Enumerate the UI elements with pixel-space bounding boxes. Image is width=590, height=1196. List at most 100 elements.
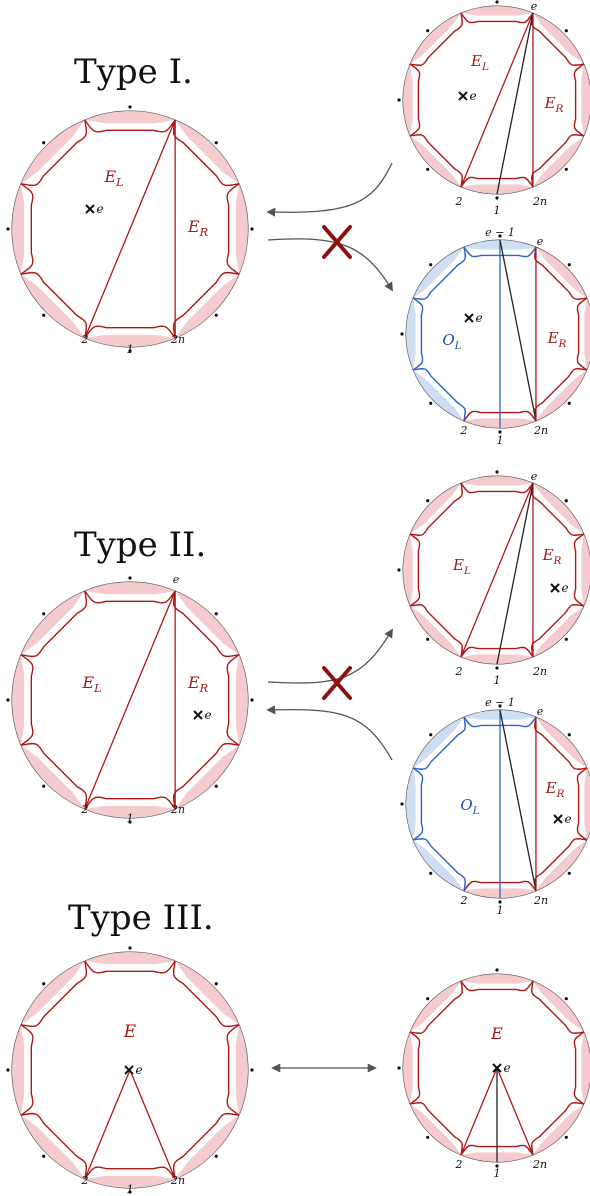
type3-right-disc-label-3: 2n (532, 1158, 547, 1171)
type2-bottom-disc-arc-2-shade (413, 839, 465, 891)
type1-bottom-disc-arc-7-shade (584, 298, 590, 370)
type1-top-disc-arc-6-shade (532, 13, 584, 65)
type1-bottom-disc-label-5: 1 (497, 434, 504, 447)
type2-main-disc-arc-4-curve (20, 590, 88, 658)
type2-main-disc-arc-5-shade (84, 582, 176, 595)
type3-right-disc-arc-2-curve (410, 1102, 463, 1155)
type3-right-disc-arc-2-shade (410, 1103, 462, 1155)
type2-bottom-disc-arc-7-curve (576, 767, 588, 841)
type3-right-disc-dot-0 (564, 1135, 568, 1139)
type1-main-disc-arc-3-shade (12, 183, 25, 275)
type2-bottom-disc-label-6: 2n (533, 894, 548, 907)
type1-top-disc-marker-label-0: e (469, 89, 476, 103)
type2-bottom-disc-arc-3-curve (412, 767, 424, 841)
type3-main-disc-arc-3-curve (20, 1024, 34, 1116)
type2-main-disc-label-5: 2n (170, 803, 185, 816)
type1-forbidden-mark (322, 225, 352, 259)
type3-main-disc-dot-0 (214, 1154, 218, 1158)
type2-bottom-disc-label-2: e − 1 (485, 696, 515, 709)
type2-bottom-disc-dot-1 (498, 900, 502, 904)
type1-top-disc-arc-2-shade (410, 135, 462, 187)
type1-main-disc-dot-0 (214, 313, 218, 317)
type2-main-disc-arc-2-shade (20, 745, 85, 810)
type3-main-disc-arc-0-curve (172, 1112, 240, 1180)
type3-main-disc-arc-2-shade (20, 1115, 85, 1180)
type2-main-disc-label-1: ER (187, 673, 209, 695)
type3-right-disc-label-1: 2 (455, 1158, 463, 1171)
type2-bottom-disc-dot-4 (429, 733, 433, 737)
type1-top-disc-dot-1 (495, 196, 499, 200)
type3-main-disc-arc-5-curve (84, 960, 176, 974)
type3-main-disc-dot-5 (128, 946, 132, 950)
type2-top-disc-dot-5 (495, 470, 499, 474)
type2-bottom-disc-arc-2-curve (413, 838, 466, 891)
type1-bottom-disc-dot-5 (498, 234, 502, 238)
type3-main-disc-arc-1-shade (84, 1175, 176, 1188)
type3-right-disc-label-2: 1 (494, 1167, 501, 1180)
type1-main-disc-dot-6 (214, 141, 218, 145)
type1-bottom-disc-arc-6-curve (534, 247, 587, 300)
type2-bottom-disc-arc-6-shade (535, 717, 587, 769)
type3-main-disc-arc-6-shade (175, 960, 240, 1025)
type1-top-disc-arc-7-shade (581, 64, 590, 136)
type2-bottom-disc-dot-6 (567, 733, 571, 737)
type2-main-disc-arc-3-curve (20, 654, 34, 746)
type2-top-disc-arc-3-shade (403, 534, 413, 606)
type1-top-disc-arc-3-curve (409, 63, 421, 137)
type2-top-disc-arc-2-shade (410, 605, 462, 657)
type3-main-disc-arc-3-shade (12, 1024, 25, 1116)
type2-main-disc-arc-3-shade (12, 654, 25, 746)
type1-main-disc-label-1: ER (187, 217, 209, 239)
type1-bottom-disc-dot-3 (400, 332, 404, 336)
type2-top-disc-arc-1-curve (460, 646, 534, 658)
type3-main-disc-arc-1-curve (84, 1166, 176, 1180)
type2-main-disc-arc-5-curve (84, 590, 176, 604)
type3-right-disc-dot-5 (495, 968, 499, 972)
type2-main-disc-arc-1-curve (84, 796, 176, 810)
type1-bottom-disc-dot-0 (567, 401, 571, 405)
type1-top-disc-label-2: e (531, 0, 538, 13)
type2-top-disc-dot-3 (397, 568, 401, 572)
type2-top-disc-dot-4 (426, 499, 430, 503)
type1-bottom-disc-dot-6 (567, 263, 571, 267)
type3-right-disc-dot-2 (426, 1135, 430, 1139)
type2-top-disc-label-0: EL (452, 556, 471, 577)
type2-top-disc-marker-0 (550, 583, 560, 593)
type1-top-disc-label-4: 1 (494, 204, 501, 217)
type2-main-disc-label-3: 2 (81, 803, 89, 816)
type2-bottom-disc-dot-3 (400, 802, 404, 806)
type2-main-disc-label-2: e (173, 573, 180, 586)
type1-bottom-disc-label-1: ER (547, 329, 567, 350)
type2-top-disc-dot-2 (426, 637, 430, 641)
type1-top-disc-label-3: 2 (455, 195, 463, 208)
type2-bottom-disc-arc-3-shade (405, 768, 416, 840)
type1-bottom-disc-label-4: 2 (460, 424, 468, 437)
type1-main-disc-boundary (11, 110, 249, 348)
type3-right-disc-dot-3 (397, 1066, 401, 1070)
type3-right-disc-arc-0-curve (531, 1102, 584, 1155)
type2-bottom-disc-arc-0-shade (535, 839, 587, 891)
type1-main-disc-label-0: EL (103, 167, 123, 189)
type1-main-disc-arc-2-shade (20, 274, 85, 339)
type3-right-disc-dot-4 (426, 997, 430, 1001)
type1-bottom-disc-arc-0-shade (535, 369, 587, 421)
type2-arrow-top (267, 628, 393, 684)
type2-top-disc-arc-4-shade (410, 483, 462, 535)
type1-main-disc-label-4: 2n (170, 333, 185, 346)
type1-top-disc-dot-2 (426, 167, 430, 171)
type1-main-disc-arc-6-shade (175, 119, 240, 184)
type2-top-disc-chord-0 (460, 482, 534, 658)
type2-main-disc-marker-label-0: e (204, 708, 211, 722)
type2-main-disc-arc-0-shade (175, 745, 240, 810)
type1-top-disc-arc-1-shade (461, 184, 533, 194)
type2-bottom-disc-label-0: OL (460, 796, 479, 817)
type2-main-disc-arc-6-shade (175, 590, 240, 655)
type1-main-disc-arc-1-curve (84, 325, 176, 339)
type1-arrow-top (266, 162, 393, 217)
type1-bottom-disc-dot-2 (429, 401, 433, 405)
